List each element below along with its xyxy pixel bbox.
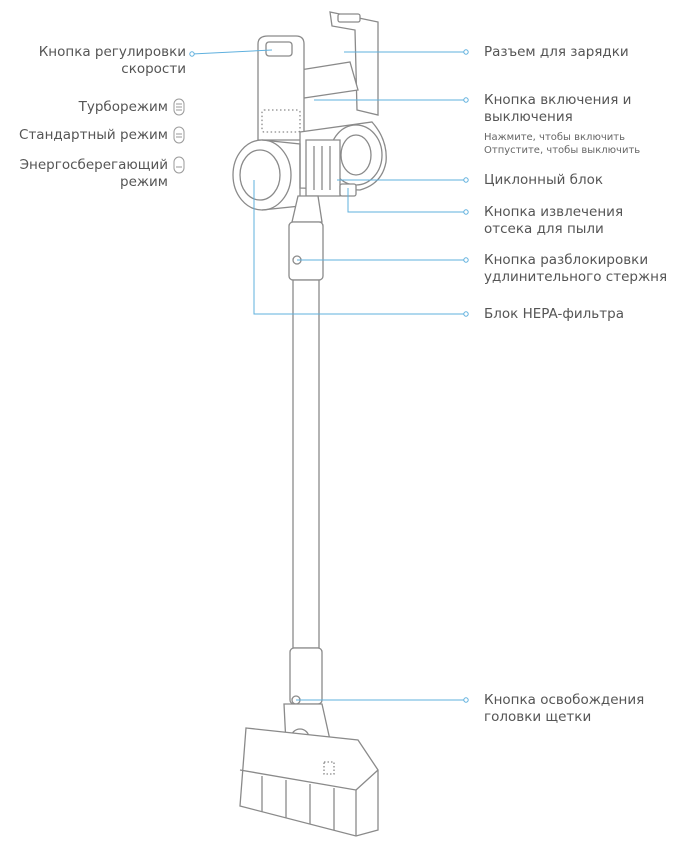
label-eco: Энергосберегающий режим — [0, 157, 168, 191]
label-charging-port: Разъем для зарядки — [484, 44, 629, 60]
cyclone-unit — [305, 139, 341, 197]
label-dust-release: Кнопка извлечения отсека для пыли — [484, 204, 623, 238]
label-power-line2: выключения — [484, 109, 573, 125]
label-brush-release: Кнопка освобождения головки щетки — [484, 692, 644, 726]
rod-connector — [288, 221, 324, 281]
wall-mount — [329, 11, 379, 116]
label-brush-line2: головки щетки — [484, 709, 592, 725]
eco-indicator-icon — [173, 156, 185, 174]
label-speed-button-line2: скорости — [121, 61, 186, 77]
leader-lines — [191, 49, 466, 701]
label-power-button: Кнопка включения и выключения — [484, 92, 631, 126]
label-rod-unlock: Кнопка разблокировки удлинительного стер… — [484, 252, 667, 286]
label-speed-button-line1: Кнопка регулировки — [38, 44, 186, 60]
label-power-hint1: Нажмите, чтобы включить — [484, 132, 625, 143]
speed-button-shape — [265, 41, 293, 57]
label-standard: Стандартный режим — [19, 127, 168, 143]
mode-indicators — [173, 98, 185, 174]
leader-speed — [191, 49, 273, 55]
leader-dots — [189, 49, 469, 703]
label-power-hints: Нажмите, чтобы включить Отпустите, чтобы… — [484, 131, 640, 157]
label-turbo: Турборежим — [78, 99, 168, 115]
label-rod-line1: Кнопка разблокировки — [484, 252, 649, 268]
label-dust-line2: отсека для пыли — [484, 221, 604, 237]
standard-indicator-icon — [173, 126, 185, 144]
leader-hepa — [253, 180, 466, 315]
label-eco-line2: режим — [120, 174, 168, 190]
label-rod-line2: удлинительного стержня — [484, 269, 668, 285]
label-brush-line1: Кнопка освобождения — [484, 692, 645, 708]
label-hepa: Блок HEPA-фильтра — [484, 306, 624, 322]
turbo-indicator-icon — [173, 98, 185, 116]
label-speed-button: Кнопка регулировки скорости — [8, 44, 186, 78]
label-eco-line1: Энергосберегающий — [19, 157, 168, 173]
label-power-hint2: Отпустите, чтобы выключить — [484, 145, 641, 156]
label-dust-line1: Кнопка извлечения — [484, 204, 624, 220]
label-cyclone: Циклонный блок — [484, 172, 604, 188]
extension-rod — [292, 279, 320, 649]
vacuum-illustration — [232, 11, 387, 837]
label-power-line1: Кнопка включения и — [484, 92, 632, 108]
leader-dust — [347, 188, 466, 213]
